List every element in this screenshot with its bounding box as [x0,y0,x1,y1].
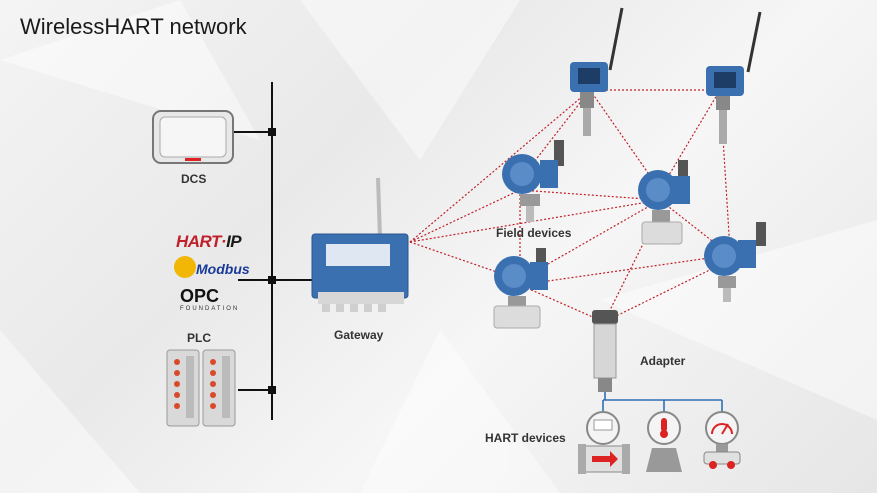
modbus-gear-icon [174,256,196,278]
bus-node-plc [268,386,276,394]
modbus-logo: Modbus [196,261,250,277]
temperature-transmitter-icon [646,411,682,472]
opc-foundation-text: FOUNDATION [180,306,240,312]
field-device-center [638,160,690,245]
dcs-label: DCS [181,172,207,186]
field-devices-label: Field devices [496,226,572,240]
field-device-bottom-left [493,248,548,329]
hart-ip-logo: HART·IP [176,232,242,252]
bus-node-gateway [268,276,276,284]
pressure-transmitter-icon [703,411,741,469]
hart-ip-suffix: IP [226,232,242,251]
adapter-label: Adapter [640,354,686,368]
opc-logo: OPC [180,286,220,306]
bus-node-dcs [268,128,276,136]
field-device-mid-left [502,140,564,222]
page-title: WirelessHART network [20,14,247,39]
flow-meter-icon [578,411,630,474]
field-device-top-right [706,11,762,144]
adapter-icon [592,310,618,392]
field-device-right [704,222,766,302]
hart-devices-label: HART devices [485,431,566,445]
plc-icon [166,349,236,427]
field-device-top-left [570,7,624,136]
gateway-icon [311,177,409,312]
hart-wiring [602,392,723,412]
dcs-icon [152,110,234,164]
plc-label: PLC [187,331,211,345]
hart-logo-text: HART· [176,232,227,251]
gateway-label: Gateway [334,328,384,342]
